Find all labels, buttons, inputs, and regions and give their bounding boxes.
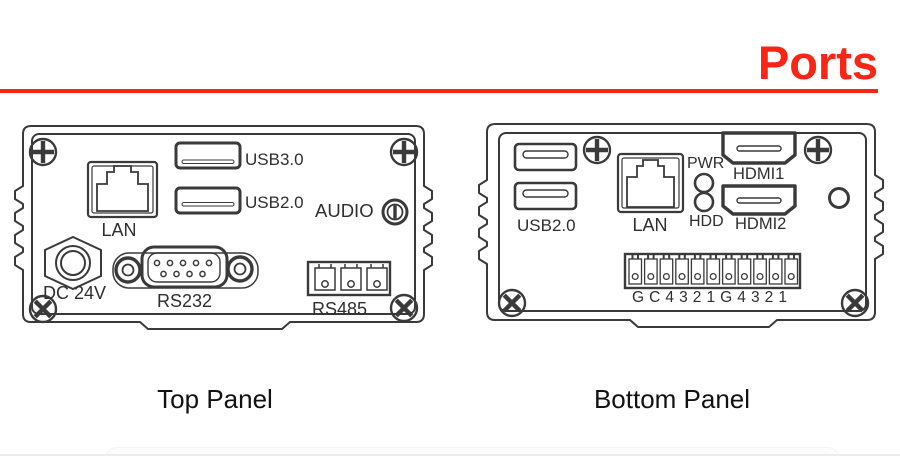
hdmi1-label: HDMI1	[733, 165, 784, 183]
usb2-port-1	[513, 142, 578, 172]
pwr-label: PWR	[687, 155, 724, 172]
lan-port	[616, 152, 685, 214]
screw-icon	[30, 139, 56, 165]
usb2-label: USB2.0	[517, 216, 576, 235]
terminal-pins-label: G C 4 3 2 1 G 4 3 2 1	[632, 289, 787, 306]
page-bottom-line	[0, 454, 900, 456]
hdd-led	[693, 191, 715, 213]
dc-label: DC 24V	[43, 283, 106, 303]
top-panel-diagram: LAN USB3.0 USB2.0 AUDIO DC 24V	[14, 125, 433, 330]
bottom-panel-faceplate	[498, 132, 867, 312]
usb2-label: USB2.0	[245, 193, 304, 212]
top-panel-caption: Top Panel	[157, 384, 273, 414]
dc-power-connector	[44, 235, 102, 291]
audio-label: AUDIO	[315, 200, 374, 221]
top-panel-body-outline	[14, 125, 433, 330]
audio-jack	[381, 198, 409, 226]
hdd-label: HDD	[689, 213, 724, 230]
lan-label: LAN	[101, 220, 136, 240]
pwr-led	[693, 172, 715, 194]
top-panel-faceplate	[31, 133, 416, 315]
screw-icon	[805, 137, 831, 163]
screw-icon	[837, 285, 874, 322]
hdmi1-port	[721, 131, 797, 165]
lan-port	[86, 160, 159, 219]
lan-label: LAN	[632, 215, 667, 235]
usb3-label: USB3.0	[245, 150, 304, 169]
bottom-panel-caption: Bottom Panel	[593, 384, 751, 414]
rs485-label: RS485	[312, 299, 367, 319]
rs232-port	[112, 245, 259, 289]
bottom-panel-diagram: USB2.0 LAN PWR HDD HDMI1 HDMI2	[478, 123, 884, 328]
bottom-panel-body-outline	[478, 123, 884, 328]
rs485-port	[306, 260, 392, 297]
rs232-label: RS232	[157, 291, 212, 311]
screw-icon	[391, 139, 417, 165]
reset-hole	[828, 187, 850, 209]
usb2-port	[174, 186, 242, 215]
title-underline	[0, 89, 878, 93]
usb3-port	[174, 141, 242, 170]
hdmi2-port	[721, 184, 797, 216]
usb2-port-2	[513, 181, 578, 211]
screw-icon	[584, 137, 610, 163]
terminal-block	[623, 252, 802, 290]
hdmi2-label: HDMI2	[735, 215, 786, 233]
ports-title: Ports	[757, 36, 878, 89]
